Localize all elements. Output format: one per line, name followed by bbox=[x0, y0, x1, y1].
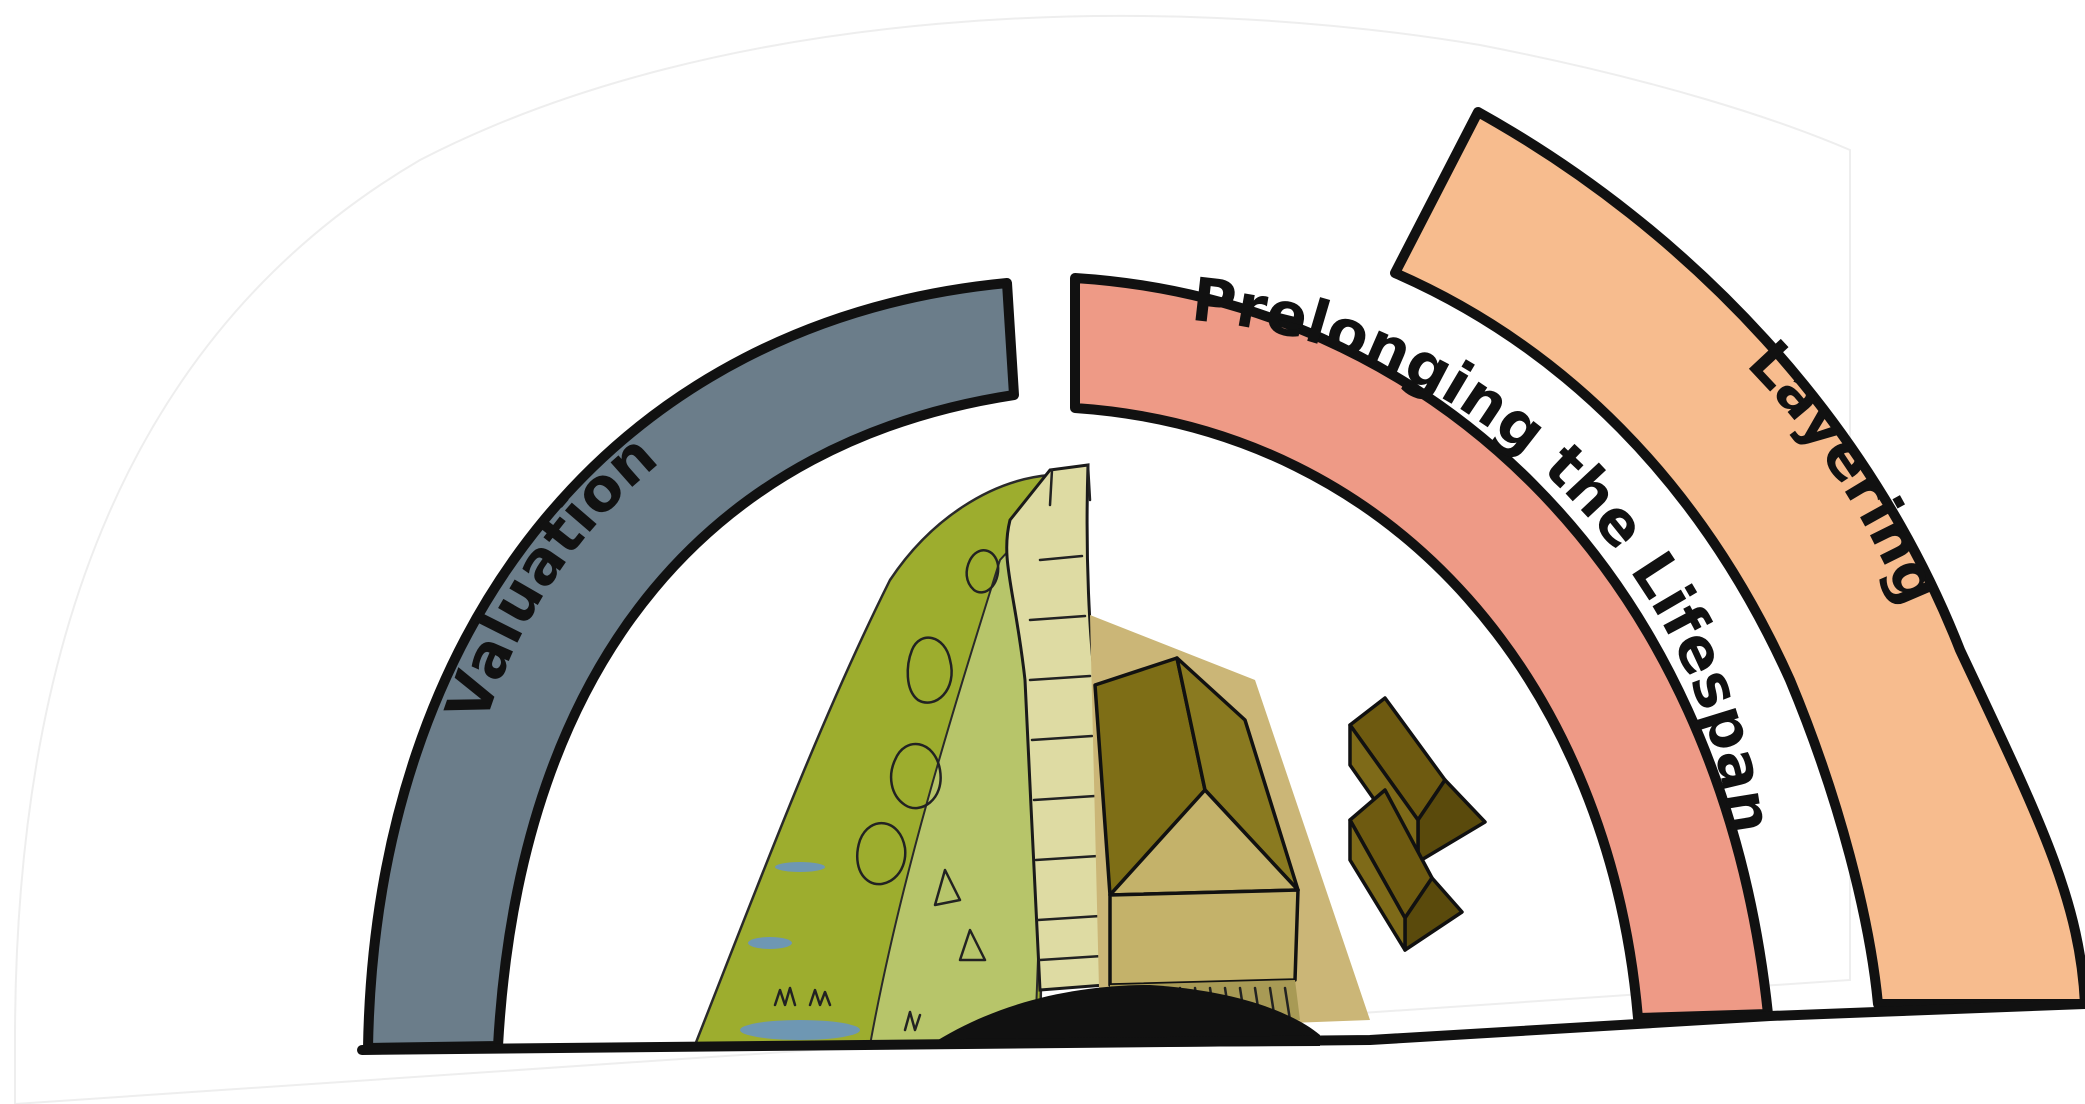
barn-wall bbox=[1110, 890, 1298, 985]
